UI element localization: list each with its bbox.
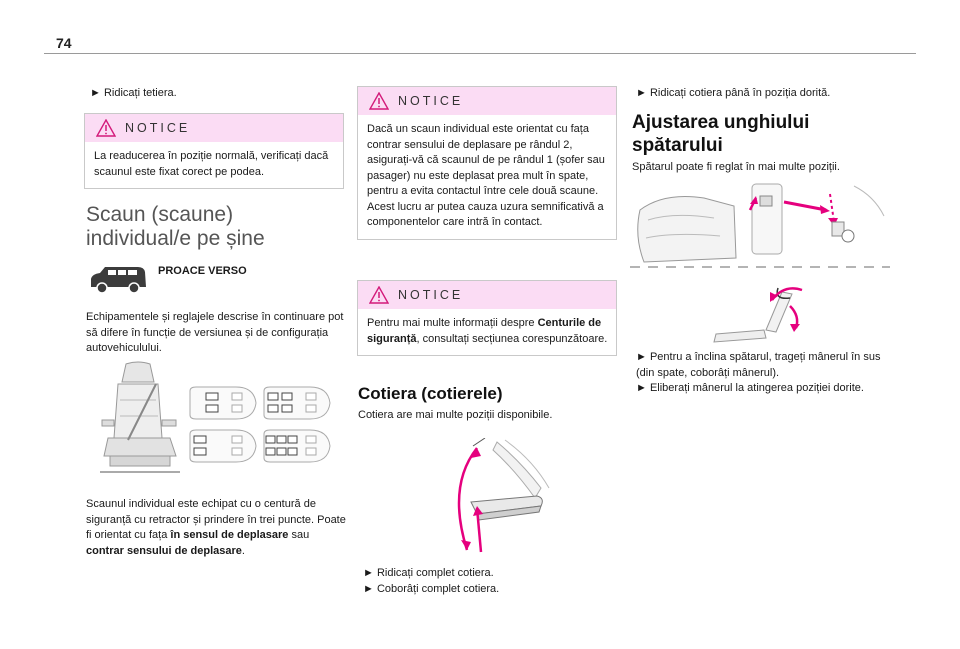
notice-box-2: NOTICE Dacă un scaun individual este ori… (357, 86, 617, 240)
seat-layout-diagram-3 (189, 429, 257, 463)
seat-layout-diagram-1 (189, 386, 257, 420)
bullet-raise-headrest: Ridicați tetiera. (90, 86, 177, 102)
paragraph-armrest: Cotiera are mai multe poziții disponibil… (358, 409, 553, 421)
backrest-lever-illustration (637, 183, 885, 263)
notice-box-3: NOTICE Pentru mai multe informații despr… (357, 280, 617, 356)
paragraph-equipment: Echipamentele și reglajele descrise în c… (86, 311, 344, 354)
page-number: 74 (56, 35, 72, 51)
warning-icon (369, 286, 389, 304)
armrest-illustration (457, 438, 550, 553)
seat-layout-diagram-4 (263, 429, 331, 463)
seat-layout-diagram-2 (263, 386, 331, 420)
notice-header: NOTICE (85, 114, 343, 142)
notice-header: NOTICE (358, 87, 616, 115)
notice-body: La readucerea în poziție normală, verifi… (94, 150, 329, 178)
section-heading-backrest: Ajustarea unghiului spătarului (632, 112, 810, 156)
notice-title: NOTICE (398, 94, 464, 108)
dashed-separator (630, 266, 890, 268)
bullet-recline-backrest: Pentru a înclina spătarul, trageți mâner… (636, 350, 890, 381)
paragraph-seatbelt: Scaunul individual este echipat cu o cen… (86, 498, 346, 557)
notice-title: NOTICE (398, 288, 464, 302)
backrest-recline-illustration (713, 287, 803, 343)
bullet-lower-armrest: Coborâți complet cotiera. (363, 582, 499, 598)
van-icon (91, 267, 146, 294)
warning-icon (96, 119, 116, 137)
model-label: PROACE VERSO (158, 265, 247, 277)
notice-body: Pentru mai multe informații despre Centu… (367, 317, 608, 345)
paragraph-backrest: Spătarul poate fi reglat în mai multe po… (632, 161, 840, 173)
section-heading-armrest: Cotiera (cotierele) (358, 384, 503, 403)
section-heading-seats: Scaun (scaune) individual/e pe șine (86, 203, 265, 250)
notice-body: Dacă un scaun individual este orientat c… (367, 123, 605, 228)
seat-illustration (100, 361, 180, 473)
bullet-release-lever: Eliberați mânerul la atingerea poziției … (636, 381, 890, 397)
bullet-raise-armrest: Ridicați complet cotiera. (363, 566, 494, 582)
bullet-raise-armrest-position: Ridicați cotiera până în poziția dorită. (636, 86, 830, 102)
top-rule (44, 53, 916, 54)
notice-header: NOTICE (358, 281, 616, 309)
notice-title: NOTICE (125, 121, 191, 135)
notice-box-1: NOTICE La readucerea în poziție normală,… (84, 113, 344, 189)
warning-icon (369, 92, 389, 110)
